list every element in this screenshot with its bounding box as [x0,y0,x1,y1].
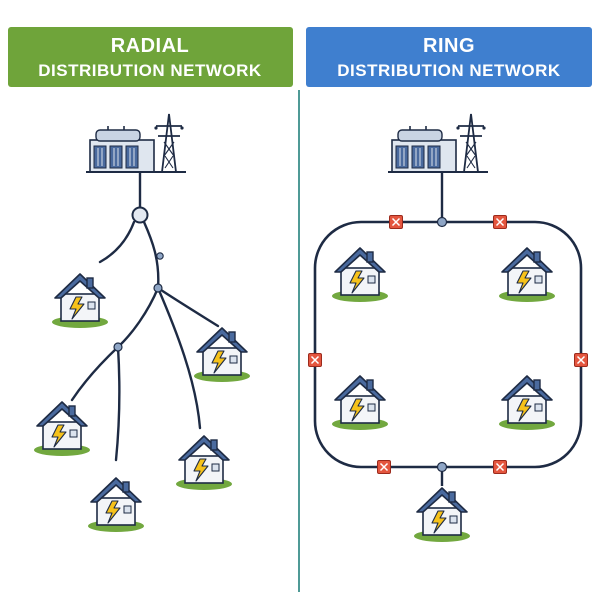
radial-house-1-icon [51,273,109,329]
radial-feeders [70,170,220,462]
radial-title-line2: DISTRIBUTION NETWORK [38,61,262,80]
ring-switch-bottom-right-icon [492,459,508,475]
radial-feeder-lower [116,286,160,349]
radial-house-3-icon [33,401,91,457]
radial-feeder-trunk [142,220,160,290]
radial-junction-node-1 [153,283,163,293]
radial-feeder-to-house-1 [98,220,136,264]
ring-substation-icon [387,113,489,173]
ring-switch-top-right-icon [492,214,508,230]
ring-house-bottom-icon [413,487,471,543]
radial-house-2-icon [193,327,251,383]
ring-loop [313,220,583,469]
ring-house-top-left-icon [331,247,389,303]
radial-title-line1: RADIAL [111,35,190,57]
radial-house-4-icon [87,477,145,533]
ring-house-mid-left-icon [331,375,389,431]
ring-house-top-right-icon [498,247,556,303]
ring-house-mid-right-icon [498,375,556,431]
ring-switch-top-left-icon [388,214,404,230]
radial-feeder-to-house-3 [70,345,120,402]
ring-title-line2: DISTRIBUTION NETWORK [337,61,561,80]
radial-house-5-icon [175,435,233,491]
ring-switch-left-icon [307,352,323,368]
radial-substation-icon [85,113,187,173]
ring-bottom-node [436,461,448,473]
ring-banner [306,27,592,87]
radial-junction-node-2 [113,342,123,352]
radial-bus-node [131,206,149,224]
radial-feeder-to-house-5 [156,286,202,430]
radial-feeder-to-house-4 [114,345,121,462]
radial-junction-node-3 [156,252,164,260]
ring-switch-bottom-left-icon [376,459,392,475]
radial-network [33,113,251,533]
radial-feeder-to-house-2 [156,286,220,328]
ring-switch-right-icon [573,352,589,368]
ring-top-node [436,216,448,228]
ring-network [307,113,589,543]
radial-banner [8,27,293,87]
ring-title-line1: RING [423,35,475,57]
